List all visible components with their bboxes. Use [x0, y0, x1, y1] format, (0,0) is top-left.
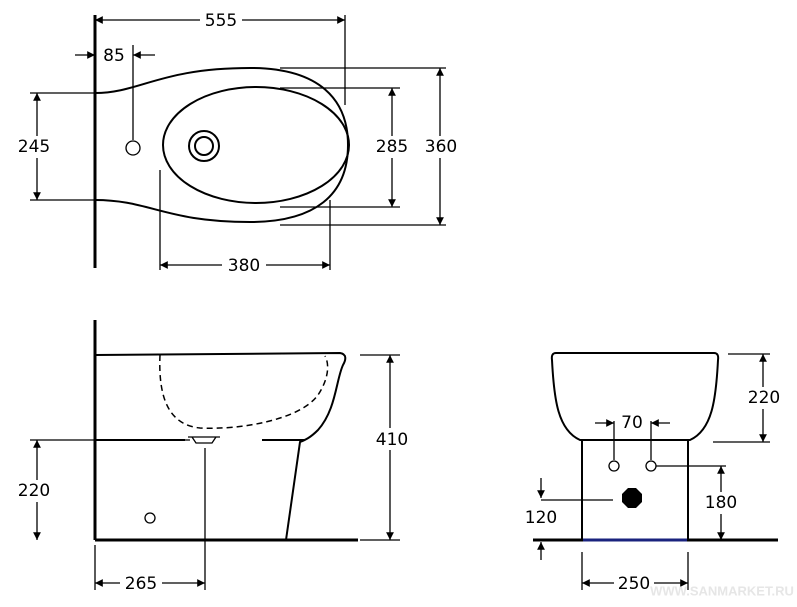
- dim-220-front: 220: [748, 388, 780, 408]
- bowl-interior: [159, 354, 329, 429]
- front-view: 220 70 180 120 250 WWW.SANMARKET.RU: [525, 352, 794, 598]
- dim-245: 245: [18, 137, 50, 157]
- dim-180: 180: [705, 493, 737, 513]
- drain-outer: [188, 130, 220, 162]
- dim-120: 120: [525, 508, 557, 528]
- bidet-outline-side: [94, 351, 347, 541]
- top-view: 555 85 245 285 360 380: [14, 10, 460, 276]
- dim-285: 285: [376, 137, 408, 157]
- side-hole: [144, 512, 156, 524]
- drain-octagon: [622, 488, 642, 508]
- side-view: 410 220 265: [14, 320, 412, 594]
- inlet-hole-right: [645, 460, 657, 472]
- bowl-outline-front: [550, 352, 720, 441]
- dim-380: 380: [228, 256, 260, 276]
- tap-hole: [125, 140, 141, 156]
- dim-70: 70: [621, 413, 643, 433]
- inlet-hole-left: [608, 460, 620, 472]
- bowl-rim: [162, 86, 350, 204]
- drain: [188, 436, 220, 444]
- dim-410: 410: [376, 430, 408, 450]
- dim-220-side: 220: [18, 481, 50, 501]
- dim-265: 265: [125, 574, 157, 594]
- dim-555: 555: [205, 11, 237, 31]
- dim-85: 85: [103, 46, 125, 66]
- dim-360: 360: [425, 137, 457, 157]
- watermark: WWW.SANMARKET.RU: [650, 583, 794, 598]
- dim-250: 250: [618, 574, 650, 594]
- drain-inner: [194, 136, 214, 156]
